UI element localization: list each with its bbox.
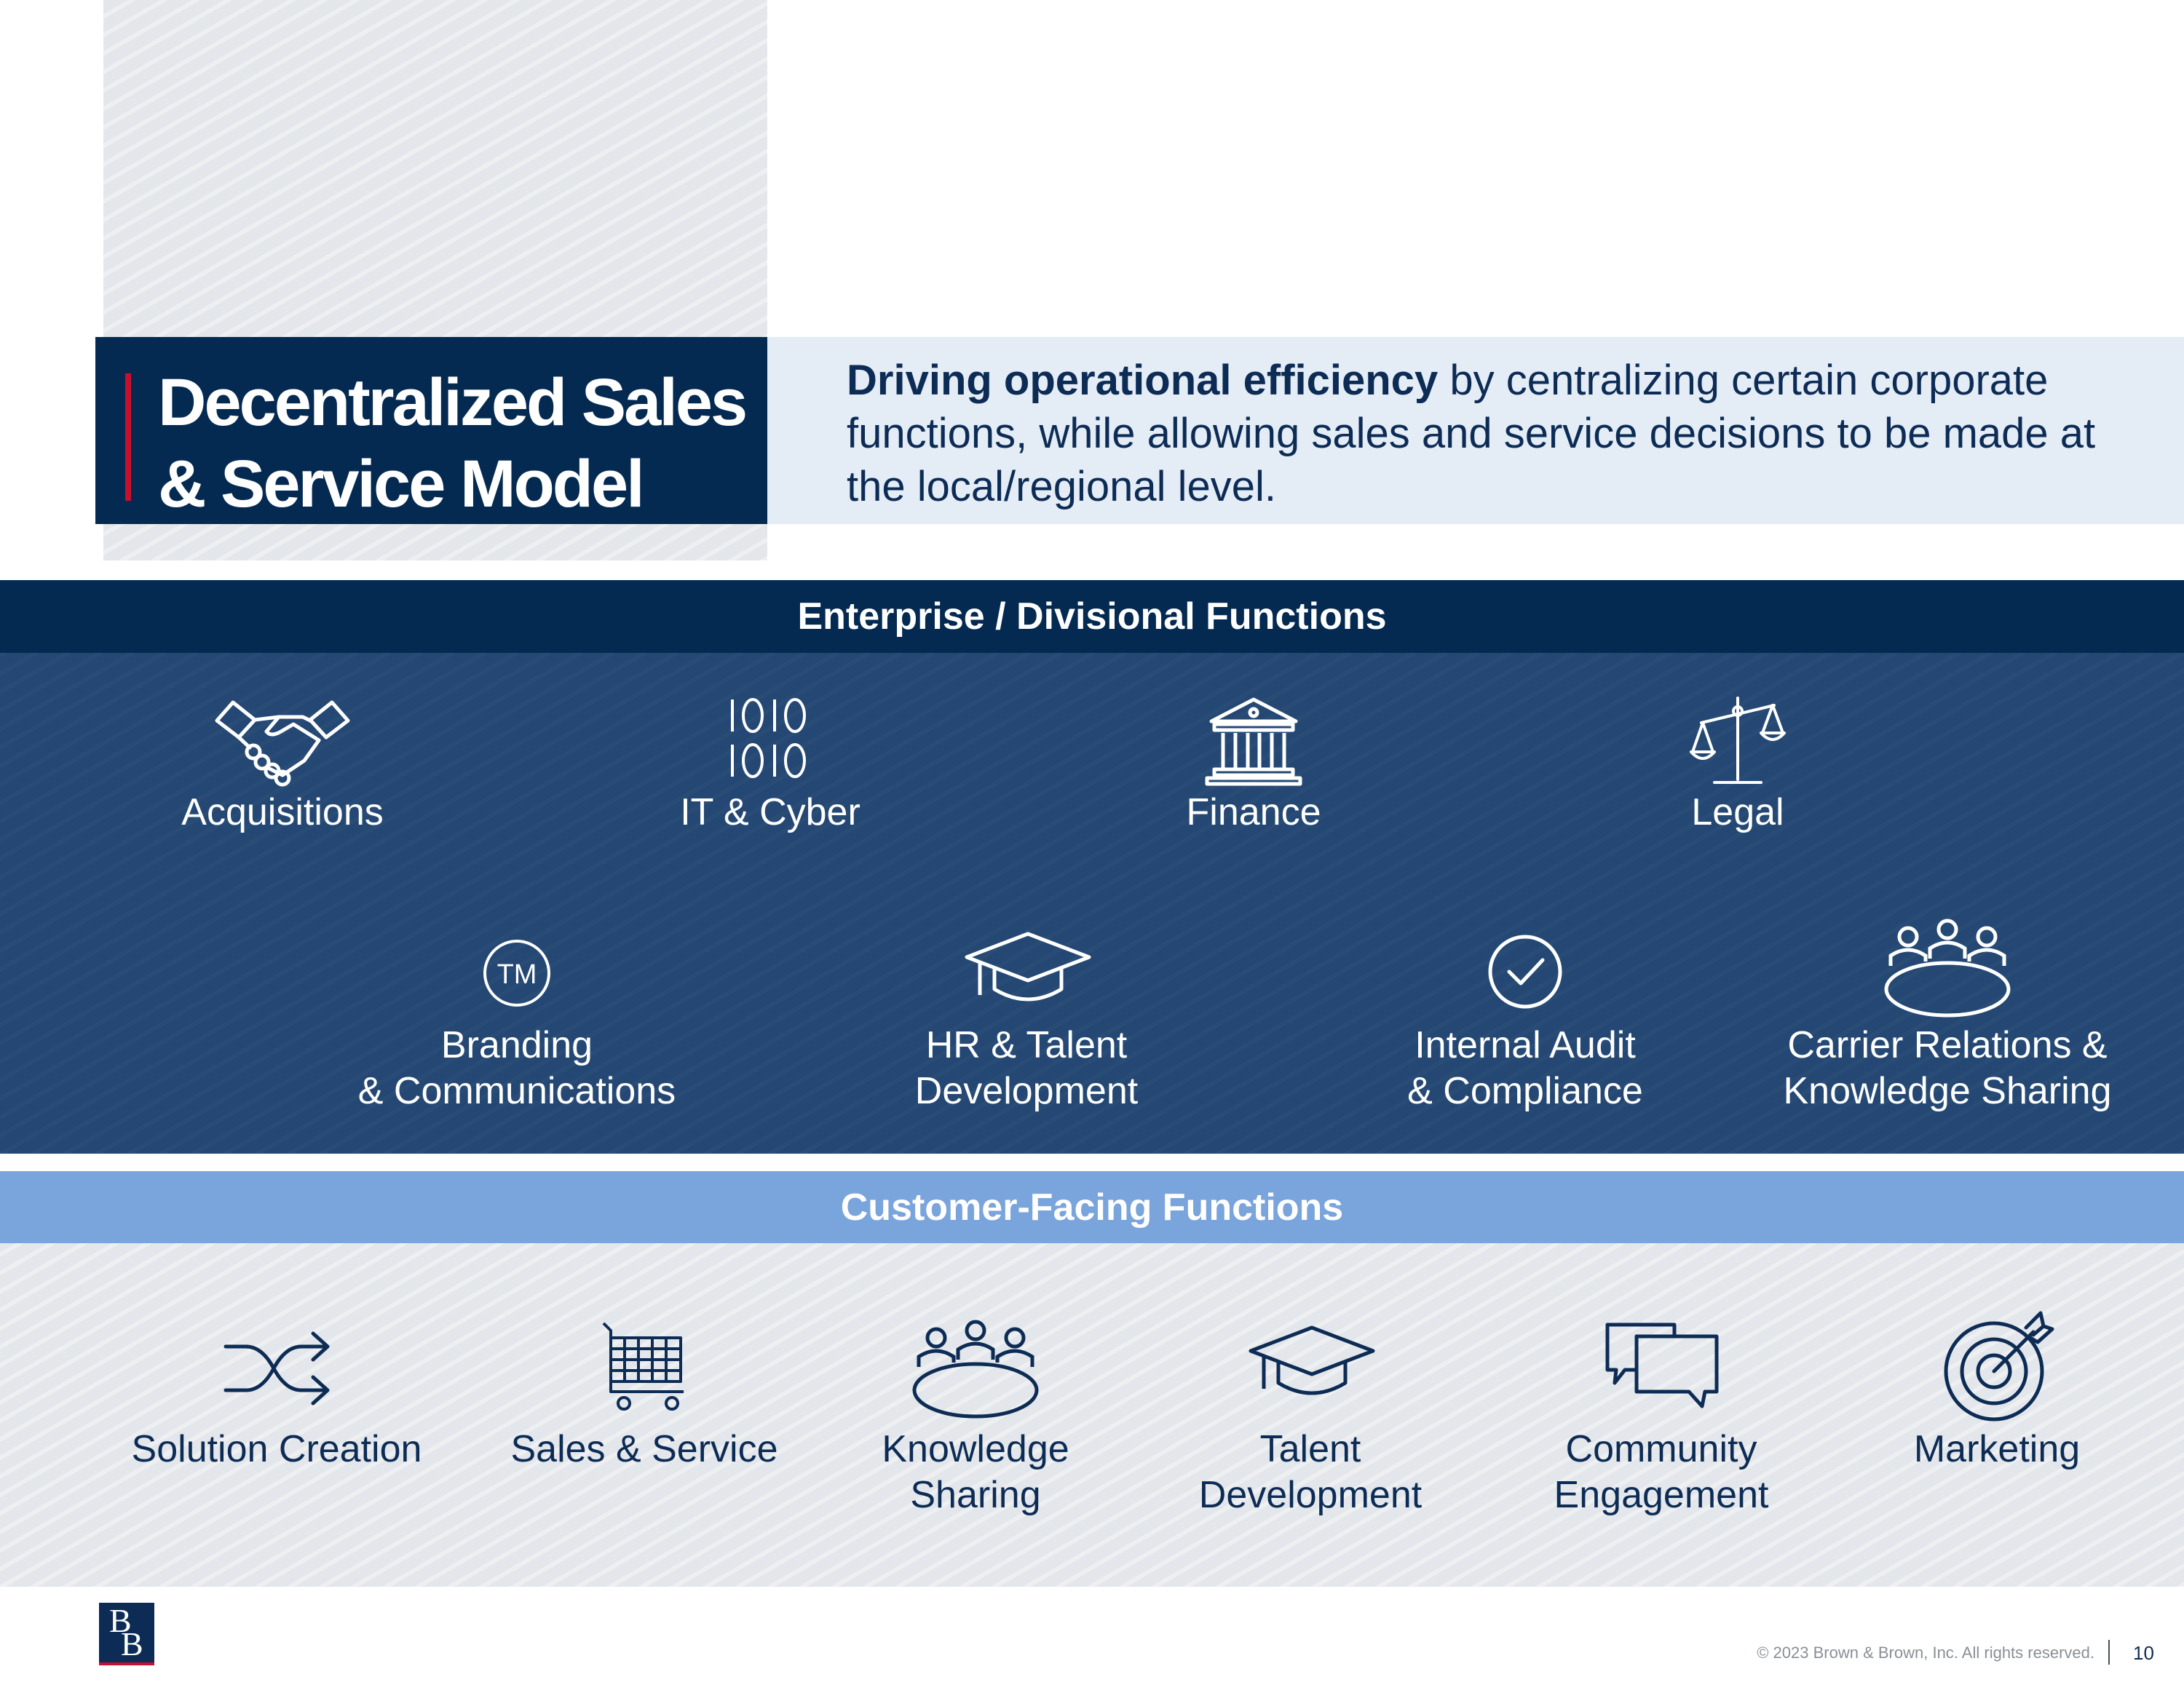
enterprise-section-body bbox=[0, 653, 2184, 1154]
title-accent-bar bbox=[125, 373, 131, 501]
enterprise-item-label: Carrier Relations & Knowledge Sharing bbox=[1783, 1024, 2112, 1112]
scales-icon bbox=[1690, 697, 1786, 784]
page-title: Decentralized Sales & Service Model bbox=[158, 362, 762, 525]
shopping-cart-icon bbox=[602, 1322, 684, 1411]
enterprise-item-label: Legal bbox=[1691, 791, 1784, 833]
page-title-line-1: Decentralized Sales bbox=[158, 365, 748, 440]
tagline-bold: Driving operational efficiency bbox=[847, 357, 1439, 404]
enterprise-item-acquisitions: Acquisitions bbox=[79, 695, 486, 836]
meeting-table-icon bbox=[912, 1320, 1039, 1419]
title-box bbox=[95, 337, 767, 524]
checkmark-circle-icon bbox=[1488, 935, 1562, 1009]
enterprise-section-title: Enterprise / Divisional Functions bbox=[797, 595, 1387, 638]
trademark-icon: TM bbox=[483, 940, 550, 1007]
enterprise-item-it-cyber: IT & Cyber bbox=[566, 695, 974, 836]
tagline: Driving operational efficiency by centra… bbox=[847, 354, 2157, 513]
enterprise-item-label: IT & Cyber bbox=[680, 791, 860, 833]
enterprise-item-label: Branding & Communications bbox=[357, 1024, 676, 1112]
customer-section-title: Customer-Facing Functions bbox=[840, 1186, 1344, 1229]
customer-item-sales-service: Sales & Service bbox=[440, 1310, 848, 1472]
enterprise-item-legal: Legal bbox=[1534, 695, 1942, 836]
customer-item-label: Knowledge Sharing bbox=[882, 1428, 1069, 1516]
customer-item-community-engagement: Community Engagement bbox=[1457, 1310, 1865, 1518]
graduation-cap-icon bbox=[1249, 1325, 1375, 1395]
customer-item-label: Solution Creation bbox=[131, 1428, 422, 1470]
customer-item-knowledge-sharing: Knowledge Sharing bbox=[772, 1310, 1179, 1518]
enterprise-item-label: HR & Talent Development bbox=[914, 1024, 1139, 1112]
enterprise-item-branding: TM Branding & Communications bbox=[313, 928, 721, 1114]
customer-item-marketing: Marketing bbox=[1793, 1310, 2184, 1472]
logo-letter-bottom: B bbox=[121, 1625, 143, 1662]
customer-item-talent-development: Talent Development bbox=[1107, 1310, 1514, 1518]
graduation-cap-icon bbox=[965, 932, 1091, 1002]
enterprise-item-label: Internal Audit & Compliance bbox=[1407, 1024, 1643, 1112]
customer-item-label: Community Engagement bbox=[1554, 1428, 1769, 1516]
speech-bubbles-icon bbox=[1605, 1323, 1719, 1408]
customer-section-body bbox=[0, 1243, 2184, 1587]
meeting-table-icon bbox=[1884, 919, 2011, 1018]
target-icon bbox=[1944, 1311, 2054, 1422]
bank-building-icon bbox=[1205, 697, 1302, 786]
page-title-line-2: & Service Model bbox=[158, 447, 645, 521]
enterprise-item-finance: Finance bbox=[1050, 695, 1457, 836]
tagline-box bbox=[767, 337, 2184, 524]
enterprise-section-header: Enterprise / Divisional Functions bbox=[0, 580, 2184, 653]
customer-item-solution-creation: Solution Creation bbox=[73, 1310, 480, 1472]
customer-item-label: Talent Development bbox=[1198, 1428, 1423, 1516]
shuffle-arrows-icon bbox=[223, 1331, 330, 1406]
handshake-icon bbox=[215, 700, 350, 787]
tagline-rest: by centralizing certain corporate functi… bbox=[847, 357, 2096, 510]
footer-divider bbox=[2108, 1640, 2110, 1665]
logo-underline bbox=[99, 1662, 154, 1665]
company-logo: B B bbox=[99, 1603, 154, 1662]
enterprise-item-hr-talent: HR & Talent Development bbox=[823, 928, 1230, 1114]
enterprise-item-internal-audit: Internal Audit & Compliance bbox=[1321, 928, 1729, 1114]
enterprise-item-label: Finance bbox=[1186, 791, 1321, 833]
logo-letter-top: B bbox=[109, 1602, 132, 1639]
customer-section-header: Customer-Facing Functions bbox=[0, 1171, 2184, 1243]
svg-text:TM: TM bbox=[497, 959, 537, 990]
customer-item-label: Marketing bbox=[1913, 1428, 2081, 1470]
copyright-notice: © 2023 Brown & Brown, Inc. All rights re… bbox=[1757, 1644, 2094, 1662]
binary-code-icon bbox=[731, 698, 806, 778]
page-number: 10 bbox=[2133, 1642, 2154, 1664]
enterprise-item-label: Acquisitions bbox=[181, 791, 384, 833]
enterprise-item-carrier-relations: Carrier Relations & Knowledge Sharing bbox=[1744, 913, 2151, 1114]
customer-item-label: Sales & Service bbox=[510, 1428, 778, 1470]
